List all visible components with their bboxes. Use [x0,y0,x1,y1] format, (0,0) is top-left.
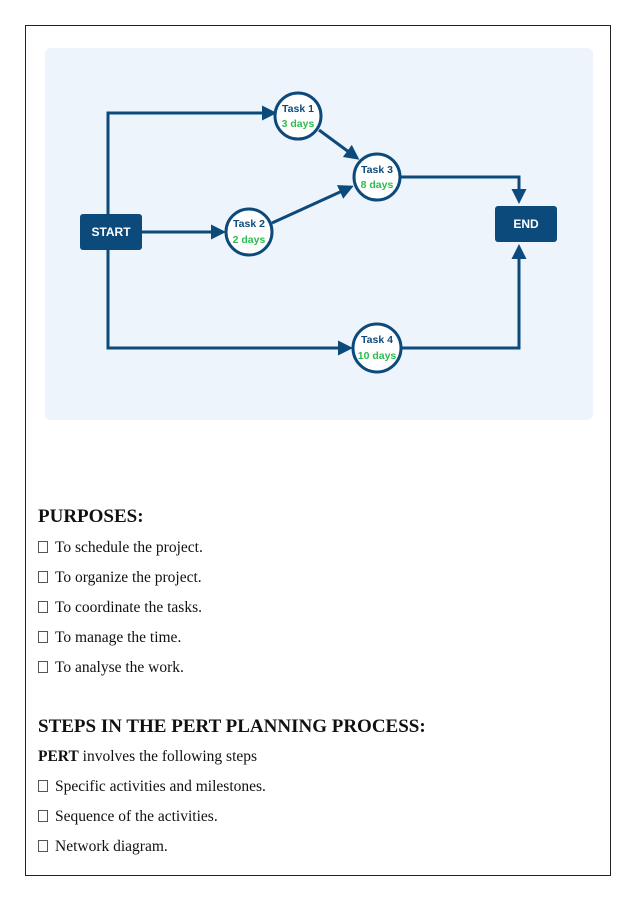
task-4-node: Task 4 10 days [351,322,403,374]
bullet-box-icon [38,780,48,792]
pert-network-svg: START END Task 1 3 days Task 2 2 days Ta… [80,91,557,374]
start-label: START [91,225,131,239]
task-3-node: Task 3 8 days [352,152,402,202]
steps-intro-text: involves the following steps [78,748,258,765]
list-item: To schedule the project. [38,533,203,563]
list-item-text: To organize the project. [55,569,202,586]
task-4-duration: 10 days [358,350,397,362]
task-4-name: Task 4 [361,334,393,346]
arrow-task2-task3 [271,185,354,225]
list-item-text: Specific activities and milestones. [55,778,266,795]
list-item: To coordinate the tasks. [38,593,203,623]
task-3-name: Task 3 [361,164,393,176]
steps-heading: STEPS IN THE PERT PLANNING PROCESS: [38,716,426,737]
purposes-list: To schedule the project. To organize the… [38,533,203,683]
task-2-duration: 2 days [233,234,266,246]
list-item-text: To manage the time. [55,629,182,646]
bullet-box-icon [38,631,48,643]
purposes-heading: PURPOSES: [38,506,144,527]
purposes-section: PURPOSES: To schedule the project. To or… [38,506,203,683]
task-1-node: Task 1 3 days [273,91,323,141]
bullet-box-icon [38,571,48,583]
steps-list: Specific activities and milestones. Sequ… [38,772,426,862]
task-2-node: Task 2 2 days [224,207,274,257]
list-item-text: To analyse the work. [55,659,184,676]
end-node: END [495,206,557,242]
arrow-start-task1 [106,105,277,214]
arrow-task1-task3 [318,128,360,160]
pert-term: PERT [38,748,79,765]
page-border [25,25,611,876]
list-item-text: To coordinate the tasks. [55,599,202,616]
list-item: To organize the project. [38,563,203,593]
task-1-duration: 3 days [282,118,315,130]
list-item: To manage the time. [38,623,203,653]
list-item-text: Sequence of the activities. [55,808,218,825]
list-item: Specific activities and milestones. [38,772,426,802]
list-item: Network diagram. [38,832,426,862]
list-item: Sequence of the activities. [38,802,426,832]
arrow-start-task4 [106,250,353,356]
bullet-box-icon [38,661,48,673]
task-1-name: Task 1 [282,103,314,115]
task-2-name: Task 2 [233,218,265,230]
arrow-task3-end [400,175,527,204]
list-item: To analyse the work. [38,653,203,683]
list-item-text: To schedule the project. [55,539,203,556]
end-label: END [513,217,539,231]
steps-section: STEPS IN THE PERT PLANNING PROCESS: PERT… [38,716,426,862]
arrow-task4-end [401,244,527,350]
list-item-text: Network diagram. [55,838,168,855]
task-3-duration: 8 days [361,179,394,191]
bullet-box-icon [38,810,48,822]
bullet-box-icon [38,601,48,613]
bullet-box-icon [38,541,48,553]
bullet-box-icon [38,840,48,852]
start-node: START [80,214,142,250]
steps-intro: PERT involves the following steps [38,742,426,772]
